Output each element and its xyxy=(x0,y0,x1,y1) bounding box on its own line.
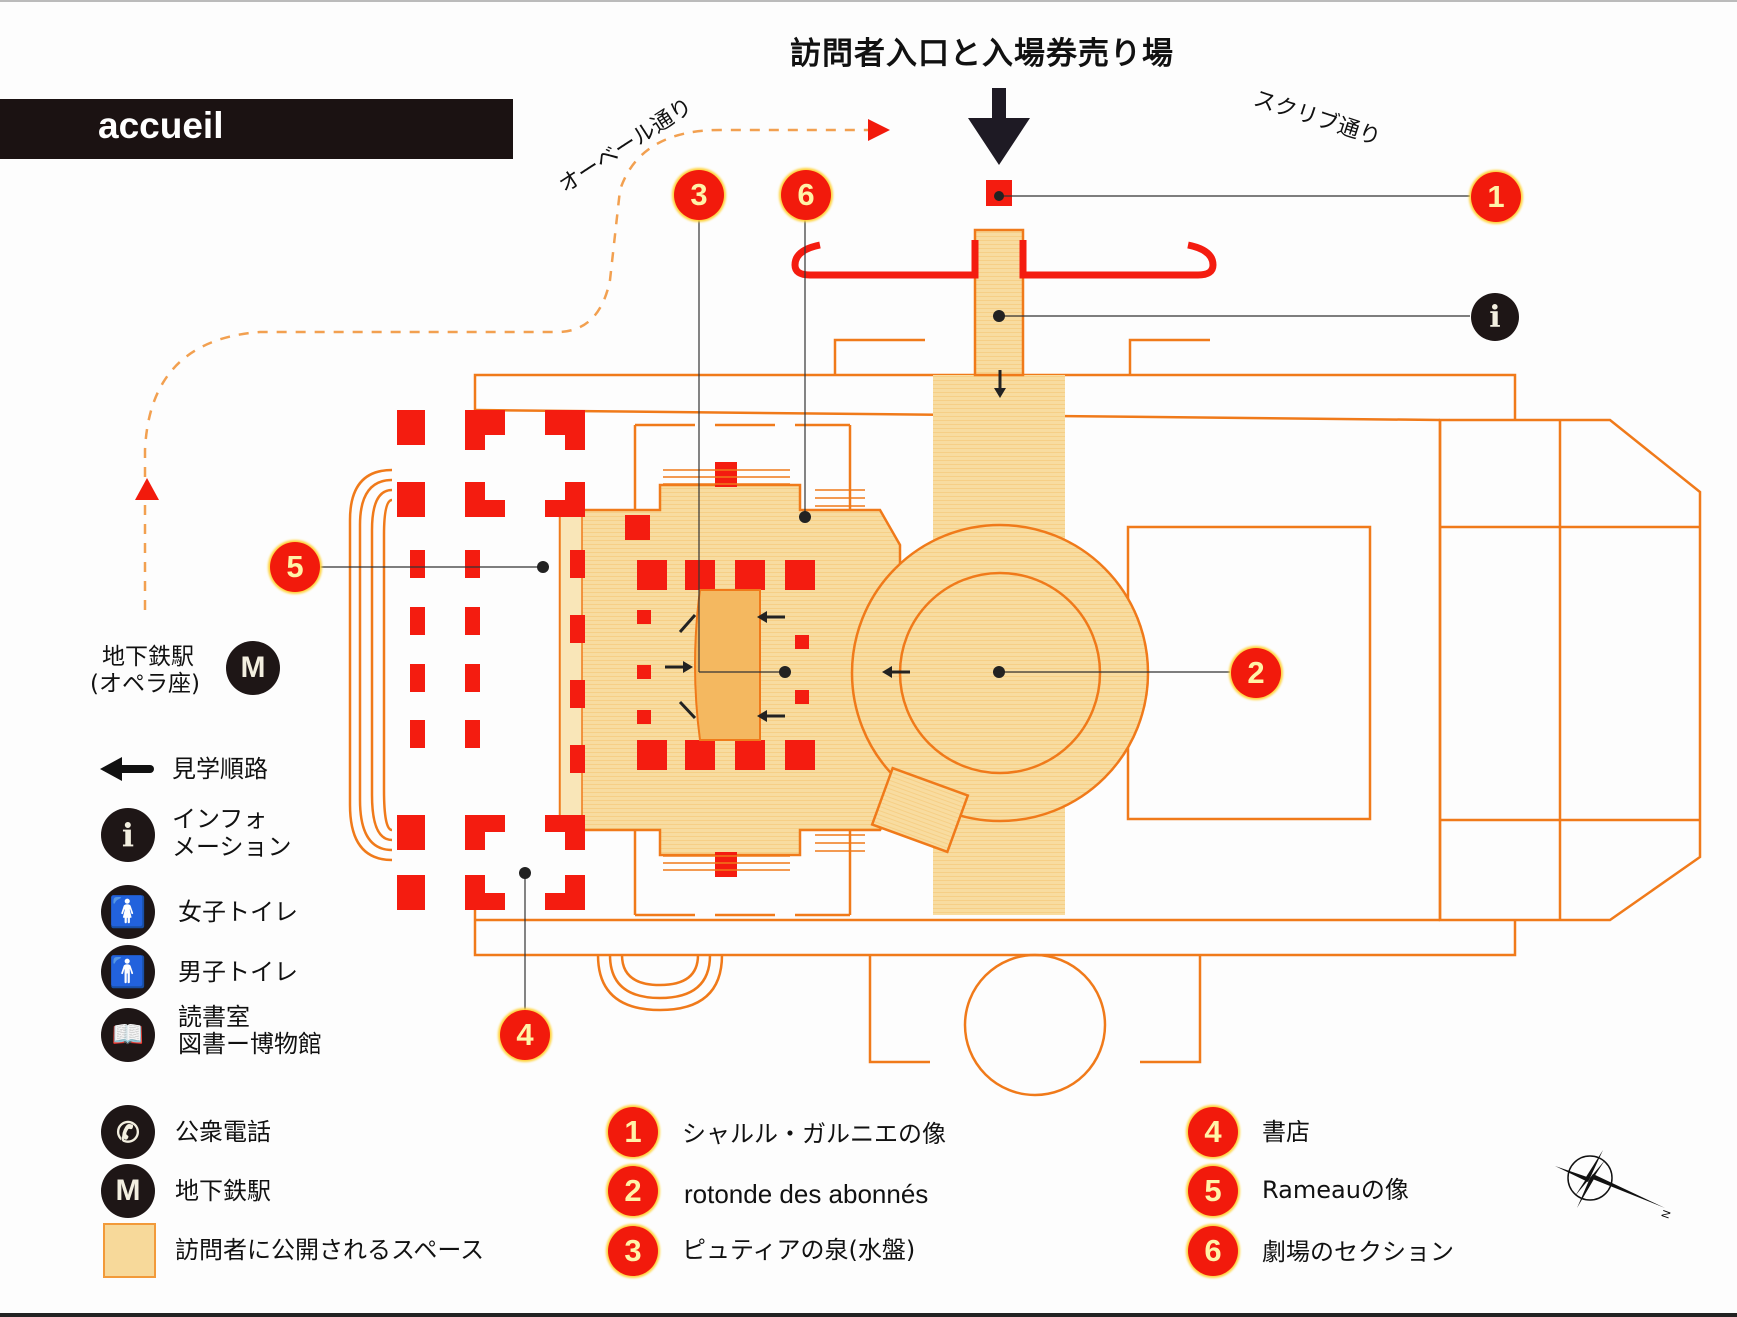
legend-marker-1: 1 xyxy=(608,1107,658,1157)
legend-phone-label: 公衆電話 xyxy=(175,1118,271,1146)
entrance-title: 訪問者入口と入場券売り場 xyxy=(790,36,1174,72)
legend-route-label: 見学順路 xyxy=(172,755,268,783)
legend-metro-label: 地下鉄駅 xyxy=(175,1177,271,1205)
leader-dots xyxy=(519,191,1005,879)
legend-phone-icon: ✆ xyxy=(101,1105,155,1159)
metro-opera-label-line1: 地下鉄駅 xyxy=(102,644,194,670)
map-marker-4[interactable]: 4 xyxy=(500,1010,550,1060)
legend-reading-room-label-line1: 読書室 xyxy=(178,1003,250,1031)
map-marker-1[interactable]: 1 xyxy=(1471,172,1521,222)
legend-marker-1-label: シャルル・ガルニエの像 xyxy=(682,1120,946,1148)
legend-womens-toilet-label: 女子トイレ xyxy=(178,898,298,926)
leader-lines xyxy=(320,195,1470,1010)
visitor-route-path xyxy=(143,128,880,610)
legend-public-space-swatch xyxy=(103,1223,156,1278)
legend-marker-2: 2 xyxy=(608,1166,658,1216)
legend-public-space-label: 訪問者に公開されるスペース xyxy=(175,1236,485,1264)
metro-opera-icon[interactable]: M xyxy=(226,641,280,695)
legend-marker-5-label: Rameauの像 xyxy=(1262,1176,1409,1204)
legend-marker-4-label: 書店 xyxy=(1262,1118,1310,1146)
entrance-arrow xyxy=(968,88,1030,165)
metro-opera-label-line2: (オペラ座) xyxy=(90,671,200,697)
legend-metro-icon: M xyxy=(101,1164,155,1218)
legend-mens-toilet-label: 男子トイレ xyxy=(178,958,298,986)
route-arrow-right xyxy=(868,119,890,141)
compass-north-label: N xyxy=(1660,1209,1674,1221)
fountain-basin xyxy=(694,589,761,741)
route-arrow-up xyxy=(135,478,159,500)
legend-arrow-left-icon xyxy=(100,757,154,781)
legend-info-label-line1: インフォ xyxy=(172,805,268,833)
route-arrows xyxy=(665,370,1006,722)
map-marker-5[interactable]: 5 xyxy=(270,542,320,592)
legend-marker-6-label: 劇場のセクション xyxy=(1262,1238,1454,1266)
legend-marker-6: 6 xyxy=(1188,1226,1238,1276)
top-edge xyxy=(0,0,1737,2)
bottom-border xyxy=(0,1313,1737,1317)
legend-info-label-line2: メーション xyxy=(172,833,292,861)
map-marker-6[interactable]: 6 xyxy=(781,170,831,220)
legend-marker-5: 5 xyxy=(1188,1166,1238,1216)
legend-marker-3: 3 xyxy=(608,1226,658,1276)
legend-info-icon: i xyxy=(101,808,155,862)
map-marker-3[interactable]: 3 xyxy=(674,170,724,220)
compass-rose-icon: N xyxy=(1555,1150,1674,1221)
legend-reading-room-label-line2: 図書ー博物館 xyxy=(178,1030,322,1058)
stairs xyxy=(663,469,865,871)
entrance-walls xyxy=(791,240,1217,279)
legend-mens-toilet-icon: 🚹 xyxy=(101,945,155,999)
section-header: accueil xyxy=(0,99,513,159)
legend-marker-4: 4 xyxy=(1188,1107,1238,1157)
map-info-icon[interactable]: i xyxy=(1471,293,1519,341)
legend-marker-3-label: ピュティアの泉(水盤) xyxy=(682,1236,916,1264)
pillars xyxy=(397,410,815,910)
legend-marker-2-label: rotonde des abonnés xyxy=(684,1179,929,1209)
legend-womens-toilet-icon: 🚺 xyxy=(101,885,155,939)
section-title: accueil xyxy=(98,105,224,146)
map-marker-2[interactable]: 2 xyxy=(1231,648,1281,698)
legend-book-icon: 📖 xyxy=(101,1008,155,1062)
